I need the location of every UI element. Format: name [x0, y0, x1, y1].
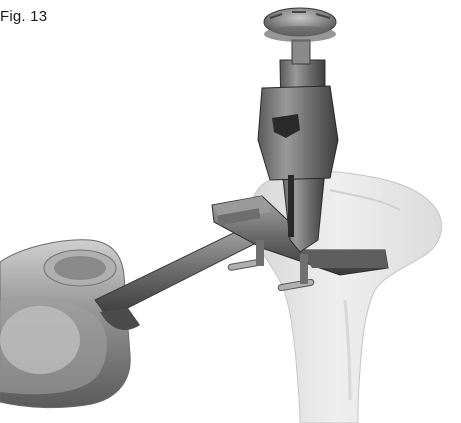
- cutting-guide-icon: [211, 7, 389, 276]
- figure-label: Fig. 13: [0, 8, 48, 25]
- bone-icon: [249, 170, 442, 423]
- pin-icon: [227, 240, 315, 292]
- handle-icon: [0, 239, 131, 409]
